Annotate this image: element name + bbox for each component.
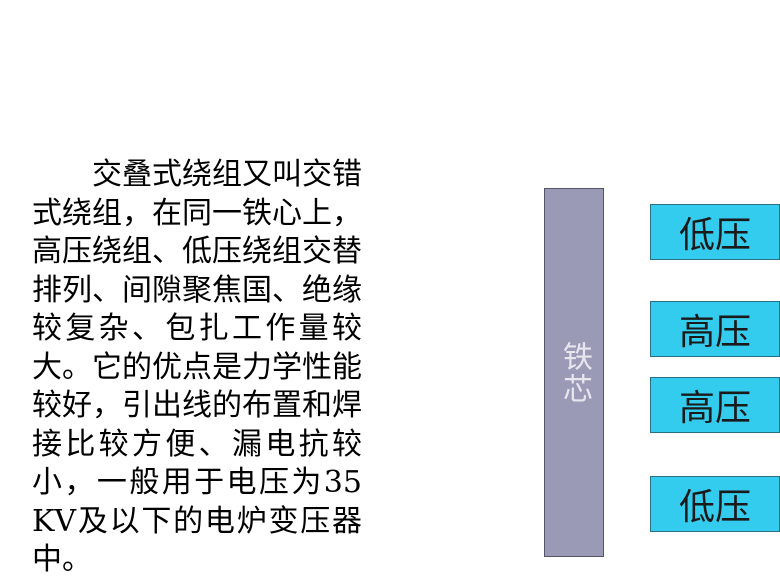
winding-high-voltage-2: 高压 [650,377,780,433]
winding-low-voltage-bottom: 低压 [650,476,780,532]
iron-core: 铁芯 [544,188,604,557]
description-text: 交叠式绕组又叫交错式绕组，在同一铁心上，高压绕组、低压绕组交替排列、间隙聚焦国、… [32,157,362,577]
winding-low-voltage-top: 低压 [650,204,780,260]
winding-high-voltage-1: 高压 [650,301,780,357]
iron-core-label: 铁芯 [557,340,592,405]
